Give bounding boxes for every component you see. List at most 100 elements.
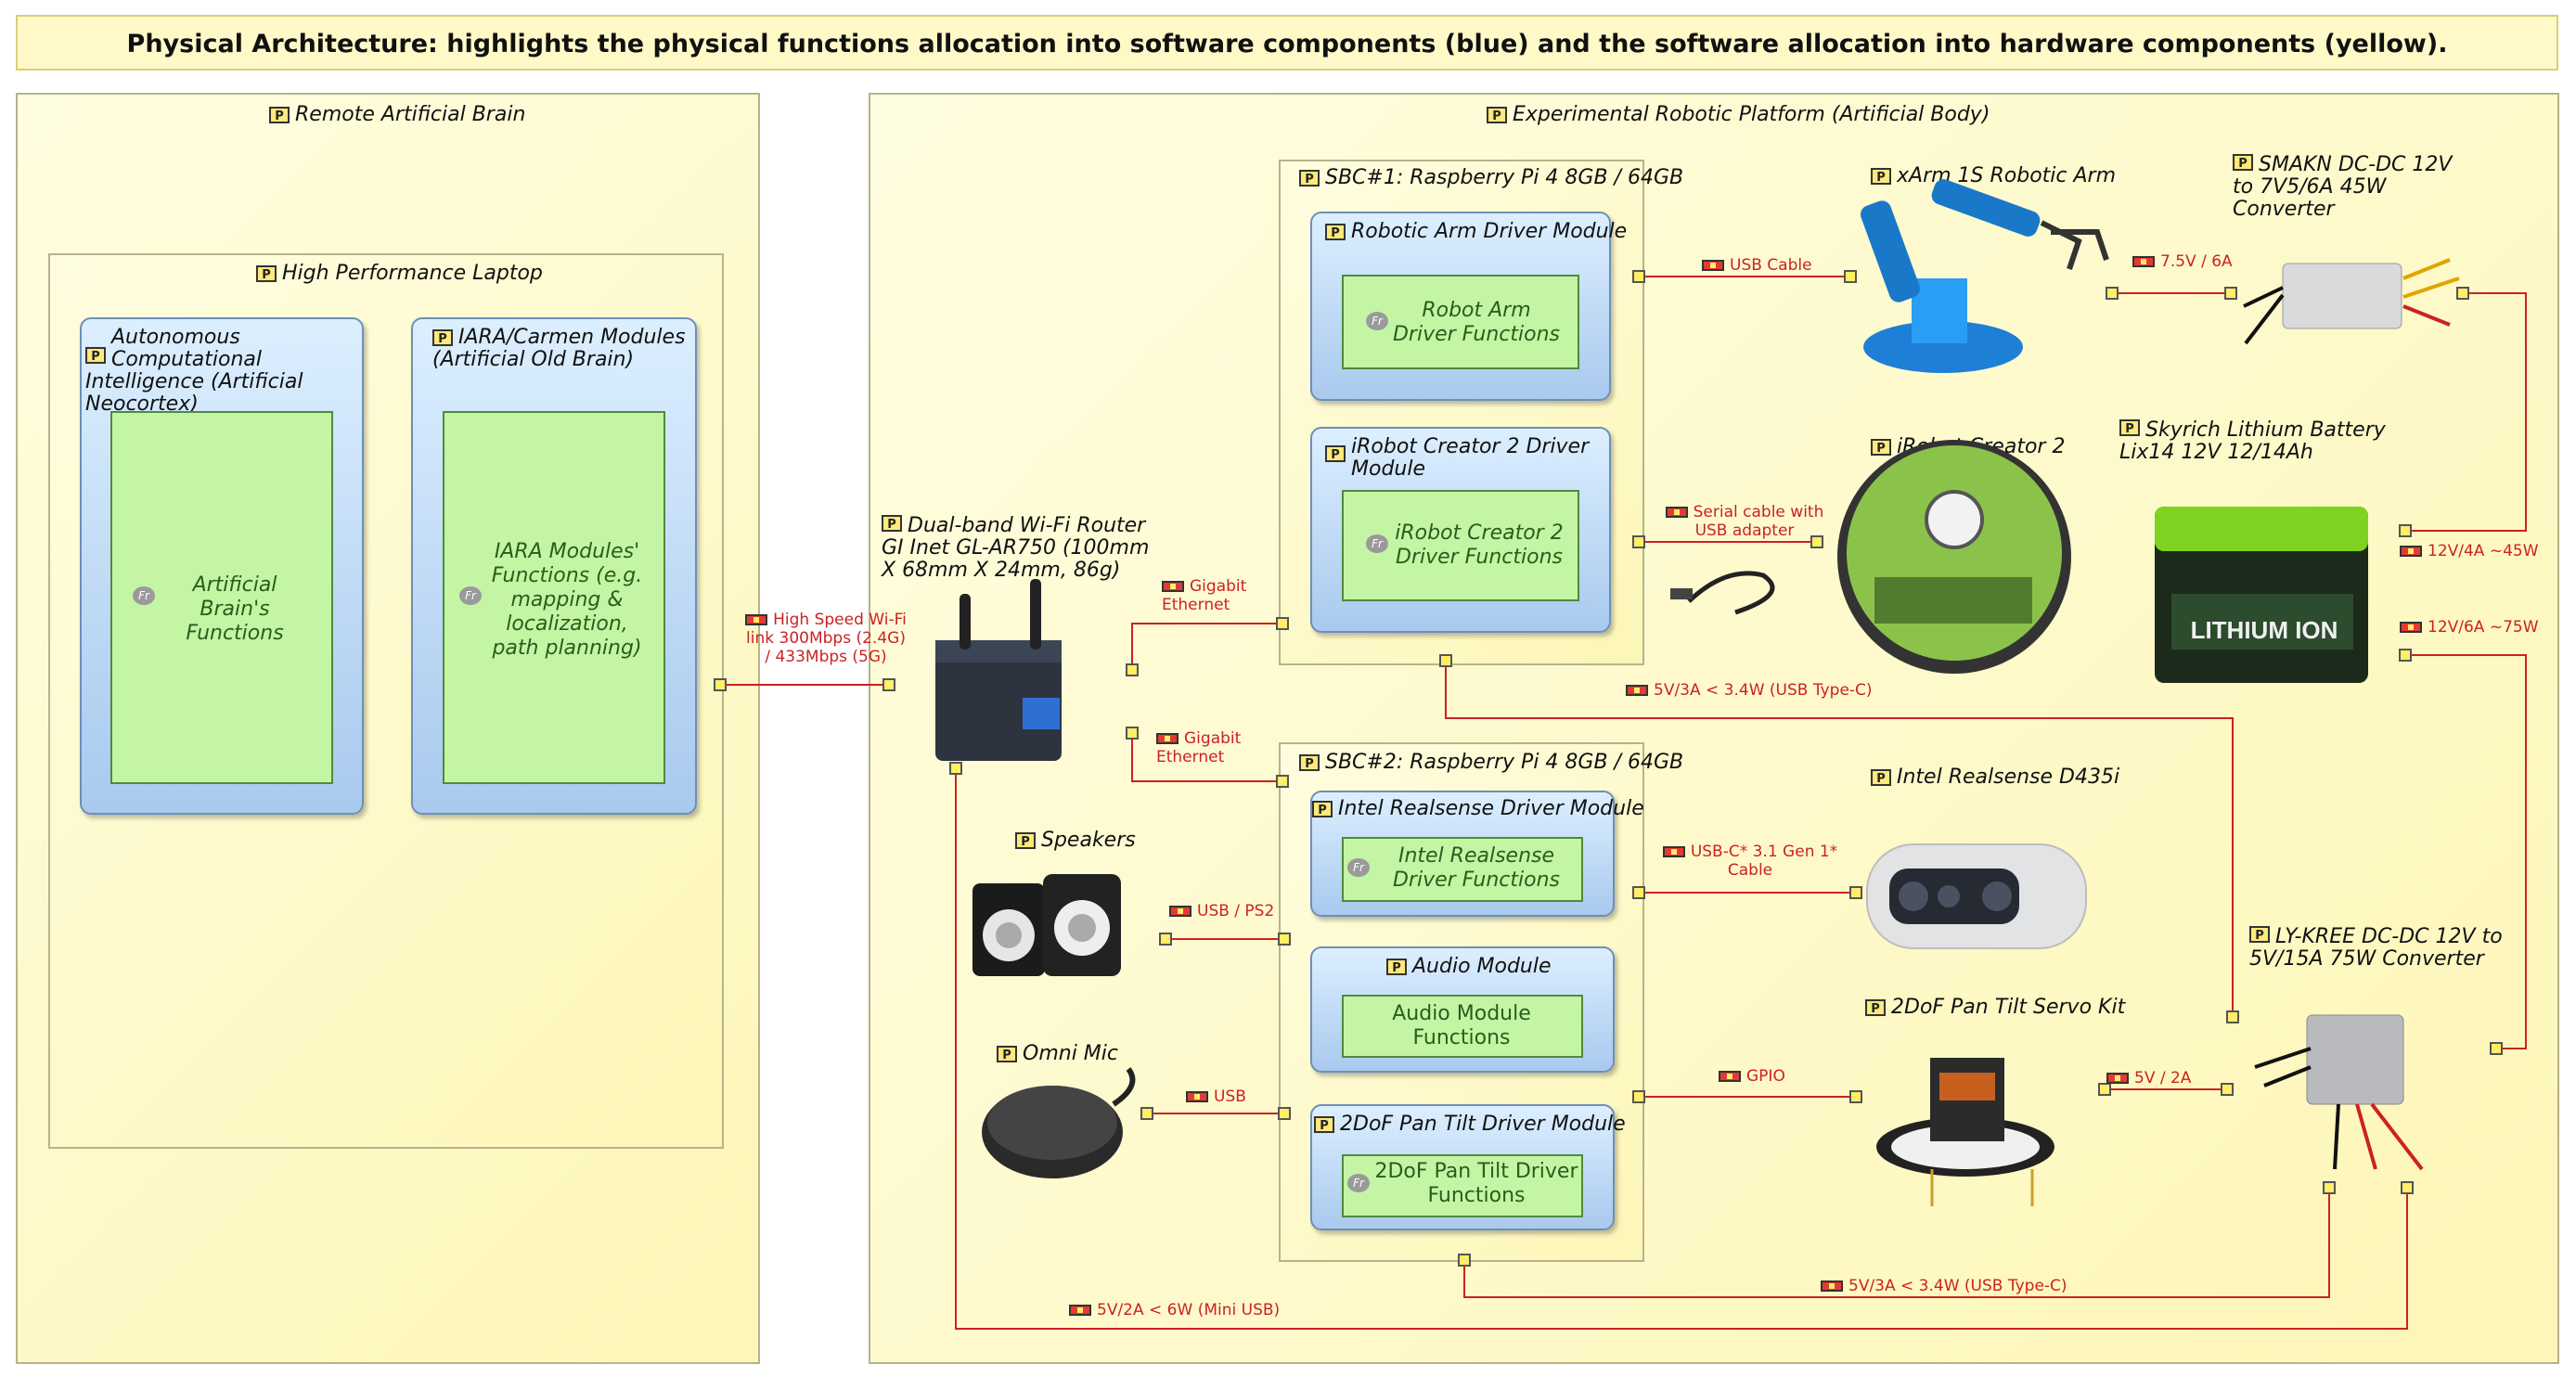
usb-label: USB [1186, 1087, 1246, 1106]
battery-image: LITHIUM ION [2155, 507, 2368, 683]
lykree-sbc1-port[interactable] [2226, 1010, 2239, 1023]
irobot-driver-function[interactable] [1342, 490, 1579, 601]
battery-45w-port[interactable] [2399, 524, 2412, 537]
sbc2-power-line [1463, 1188, 2330, 1298]
sbc2-usb-port[interactable] [1278, 1107, 1291, 1120]
component-icon: P [1314, 1116, 1334, 1133]
irobot-serial-port[interactable] [1810, 535, 1823, 548]
package-icon: P [256, 265, 277, 282]
function-icon: Fr [1347, 1174, 1370, 1192]
sbc2-eth-port[interactable] [1276, 775, 1289, 788]
router-gig1-port[interactable] [1126, 663, 1139, 676]
router-image [935, 579, 1062, 761]
link-icon [1662, 846, 1685, 857]
remote-brain-label: Remote Artificial Brain [295, 103, 526, 126]
smakn-out-port[interactable] [2224, 287, 2237, 300]
pantilt-driver-label: 2DoF Pan Tilt Driver Module [1340, 1113, 1626, 1136]
aci-label: Autonomous Computational Intelligence (A… [85, 326, 303, 416]
sbc2-gpio-port[interactable] [1632, 1090, 1645, 1103]
title-note: Physical Architecture: highlights the ph… [16, 15, 2558, 71]
smakn-image [2243, 258, 2460, 345]
irobot-driver-label: iRobot Creator 2 Driver Module [1351, 435, 1590, 481]
pantilt-driver-function[interactable] [1342, 1154, 1583, 1217]
link-icon [745, 614, 768, 625]
irobot-driver-function-label: iRobot Creator 2 Driver Functions [1395, 521, 1564, 569]
sbc1-power-label: 5V/3A < 3.4W (USB Type-C) [1626, 681, 1873, 700]
remote-brain-title: P Remote Artificial Brain [269, 104, 525, 126]
bat-45w-line [2405, 292, 2527, 532]
wifi-link-label: High Speed Wi-Fi link 300Mbps (2.4G) / 4… [745, 611, 907, 666]
aci-function-label: Artificial Brain's Functions [186, 573, 284, 645]
realsense-driver-title: P Intel Realsense Driver Module [1312, 798, 1644, 820]
bat-75w-line [2405, 654, 2527, 1049]
arm-driver-function[interactable] [1342, 275, 1579, 369]
audio-function-label: Audio Module Functions [1392, 1002, 1531, 1049]
package-icon: P [1871, 769, 1891, 786]
irobot-image [1837, 440, 2071, 674]
component-icon: P [1325, 445, 1346, 462]
component-icon: P [1312, 801, 1333, 817]
realsense-driver-function[interactable] [1342, 837, 1583, 902]
router-label: Dual-band Wi-Fi Router GI Inet GL-AR750 … [882, 514, 1150, 582]
component-icon: P [85, 347, 106, 364]
pantilt-gpio-port[interactable] [1849, 1090, 1862, 1103]
speakers-port[interactable] [1159, 933, 1172, 946]
mic-port[interactable] [1140, 1107, 1153, 1120]
xarm-image [1861, 179, 2109, 373]
function-icon: Fr [459, 586, 482, 605]
router-wifi-port[interactable] [882, 678, 895, 691]
sbc1-power-port[interactable] [1439, 654, 1452, 667]
laptop-port[interactable] [714, 678, 727, 691]
package-icon: P [1015, 832, 1036, 849]
sbc2-audio-port[interactable] [1278, 933, 1291, 946]
realsense-driver-label: Intel Realsense Driver Module [1338, 797, 1644, 820]
router-power-port[interactable] [949, 762, 962, 775]
lykree-pantilt-port[interactable] [2221, 1083, 2234, 1096]
xarm-power-port[interactable] [2106, 287, 2119, 300]
battery-75w-port[interactable] [2399, 649, 2412, 662]
audio-function[interactable] [1342, 995, 1583, 1058]
gig2-label: Gigabit Ethernet [1156, 729, 1242, 766]
pantilt-power-port[interactable] [2098, 1083, 2111, 1096]
function-icon: Fr [1366, 312, 1388, 330]
realsense-image [1866, 843, 2087, 949]
link-icon [1719, 1071, 1741, 1082]
lykree-sbc2-port[interactable] [2323, 1181, 2336, 1194]
link-icon [2132, 256, 2155, 267]
sbc2-power-port[interactable] [1458, 1254, 1471, 1267]
lykree-router-port[interactable] [2401, 1181, 2414, 1194]
pantilt-image [1876, 1058, 2054, 1206]
smakn-in-port[interactable] [2456, 287, 2469, 300]
xarm-usb-port[interactable] [1844, 270, 1857, 283]
sbc2-power-label: 5V/3A < 3.4W (USB Type-C) [1821, 1277, 2067, 1295]
package-icon: P [882, 515, 902, 532]
realsense-port[interactable] [1849, 886, 1862, 899]
sbc2-usbc-port[interactable] [1632, 886, 1645, 899]
sbc1-serial-port[interactable] [1632, 535, 1645, 548]
router-power-line [955, 768, 2408, 1330]
platform-label: Experimental Robotic Platform (Artificia… [1513, 103, 1990, 126]
package-icon: P [269, 107, 290, 123]
note-text: Physical Architecture: highlights the ph… [126, 30, 2448, 58]
package-icon: P [1871, 439, 1891, 456]
lykree-image [2254, 1014, 2424, 1171]
gig1-line [1131, 623, 1282, 670]
iara-function-label: IARA Modules' Functions (e.g. mapping & … [491, 540, 643, 660]
arm-driver-function-label: Robot Arm Driver Functions [1392, 299, 1561, 346]
mic-label: Omni Mic [1023, 1042, 1118, 1065]
iara-label: IARA/Carmen Modules (Artificial Old Brai… [432, 326, 686, 371]
lykree-in-port[interactable] [2490, 1042, 2503, 1055]
sbc1-usb-port[interactable] [1632, 270, 1645, 283]
sbc1-eth-port[interactable] [1276, 617, 1289, 630]
router-gig2-port[interactable] [1126, 727, 1139, 740]
